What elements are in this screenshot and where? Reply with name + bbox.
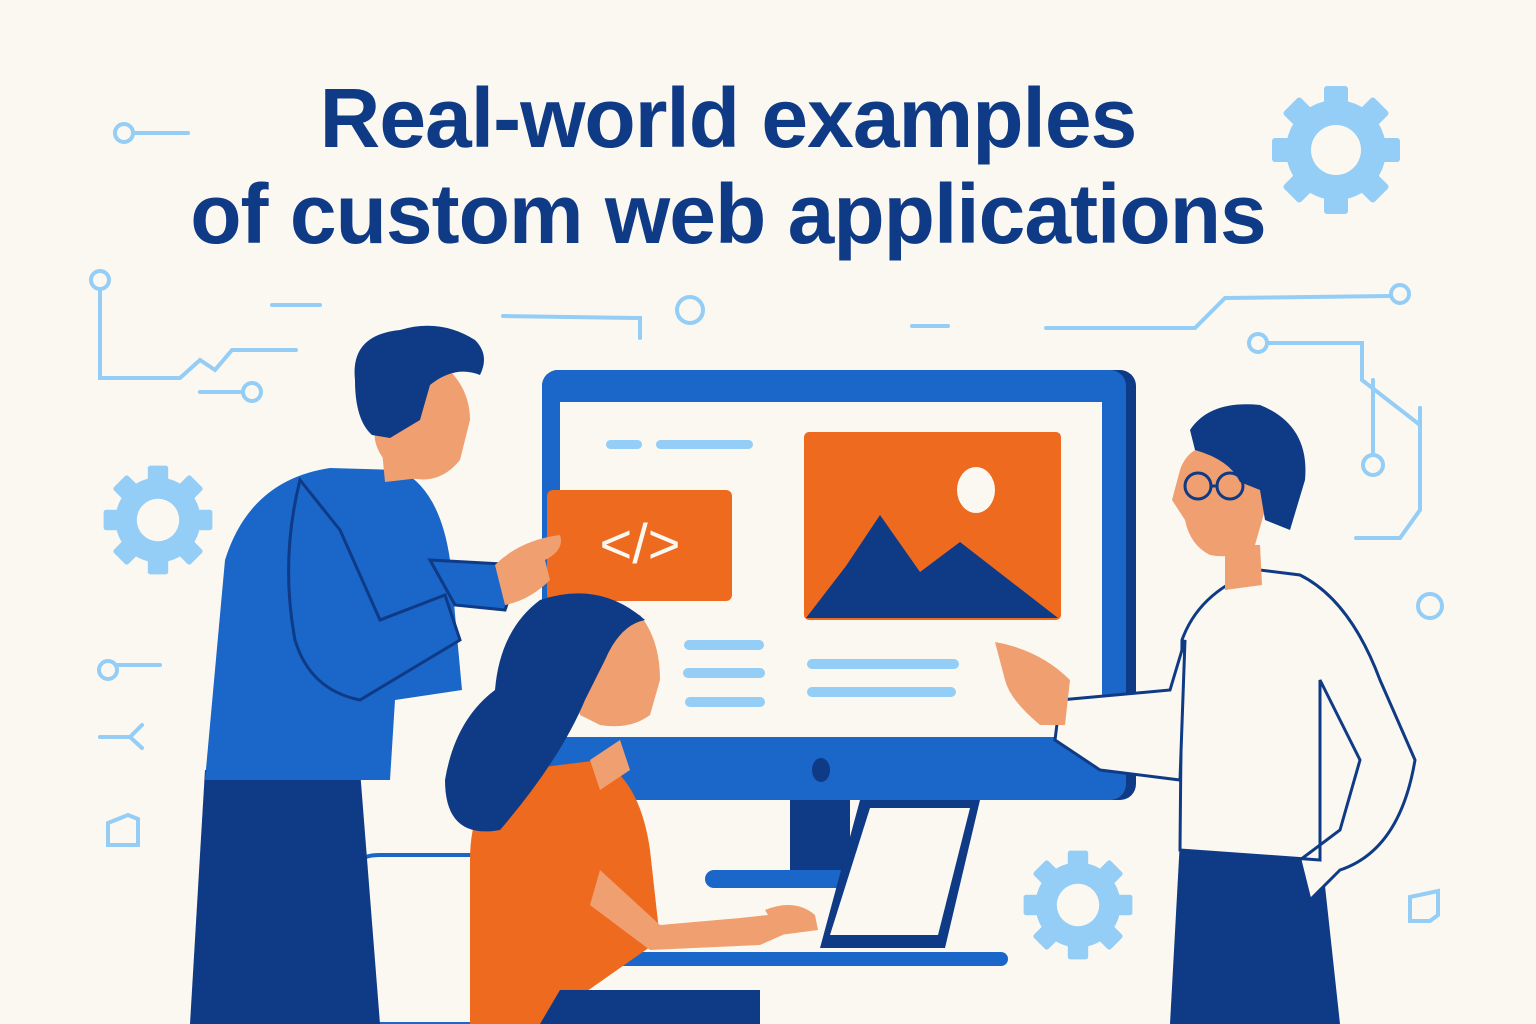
title-line-1: Real-world examples [319, 71, 1138, 165]
image-placeholder-icon [804, 432, 1061, 620]
man-with-glasses-pointing [995, 404, 1417, 1024]
laptop [598, 800, 1008, 966]
man-in-blue-sweater [190, 325, 561, 1024]
code-card: </> [547, 490, 732, 601]
monitor [542, 370, 1136, 888]
gear-icon [103, 86, 1400, 960]
camera-dot [812, 758, 830, 782]
glasses-icon [1183, 471, 1245, 501]
code-icon: </> [600, 512, 681, 575]
title-line-2: of custom web applications [190, 167, 1266, 261]
woman-at-laptop [445, 593, 818, 1024]
page-title: Real-world examples of custom web applic… [0, 70, 1456, 262]
circuit-decorations [89, 122, 1444, 923]
